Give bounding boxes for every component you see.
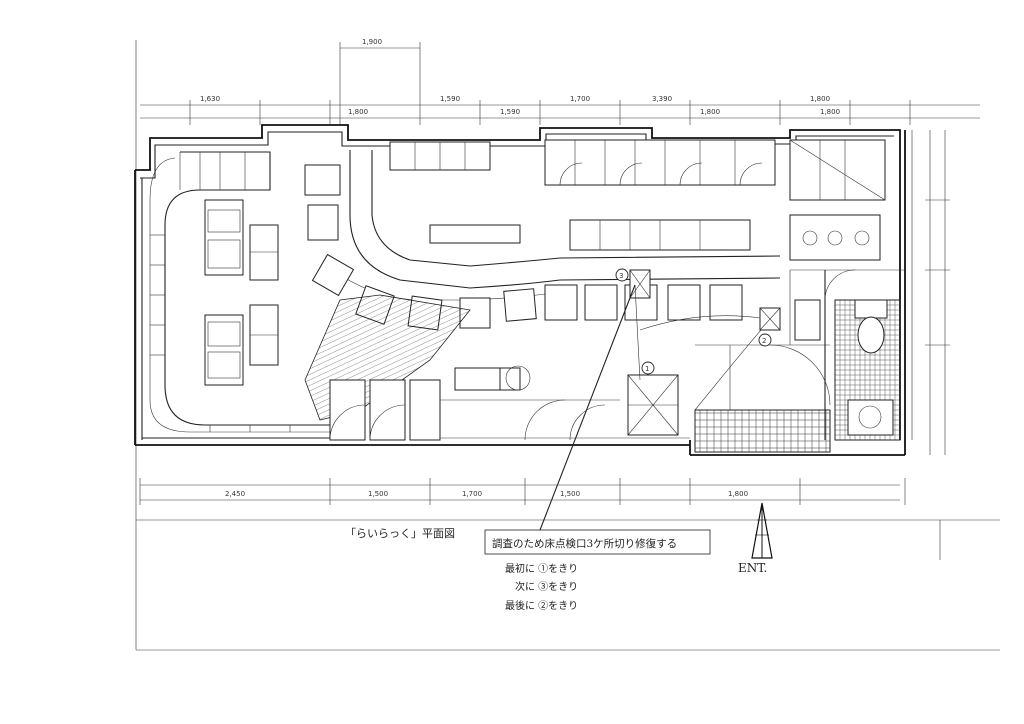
note-leader-lines [539,284,761,531]
svg-text:1: 1 [645,365,649,373]
note-step-1: 最初に ①をきり [505,562,578,575]
dim-bottom-2: 1,500 [368,490,388,498]
marker-1: 1 [641,361,655,375]
dim-top-10: 1,800 [820,108,840,116]
dim-bottom-1: 2,450 [225,490,245,498]
dim-bottom-5: 1,800 [728,490,748,498]
entrance-vestibule [694,319,831,453]
dim-top-8: 1,800 [700,108,720,116]
entrance-arrow: ENT. [738,502,773,575]
drawing-title: 「らいらっく」平面図 [345,527,455,540]
top-dimension-lines [140,42,980,125]
note-step-2: 次に ③をきり [515,580,578,593]
repair-note: 調査のため床点検口3ケ所切り修復する 最初に ①をきり 次に ③をきり 最後に … [484,529,711,612]
back-bar-cabinets [389,139,886,251]
bottom-dimension-labels: 2,450 1,500 1,700 1,500 1,800 [225,490,748,498]
toilet-room [789,269,905,441]
exterior-walls [134,124,913,456]
marker-3: 3 [615,268,629,282]
inspection-hatches [627,269,781,436]
dim-top-3: 1,590 [440,95,460,103]
note-main: 調査のため床点検口3ケ所切り修復する [492,537,677,550]
entrance-label: ENT. [738,561,767,575]
marker-2: 2 [758,333,772,347]
svg-text:2: 2 [762,337,766,345]
dim-top-4: 1,800 [348,108,368,116]
top-dimension-labels: 1,900 1,630 1,590 1,800 1,590 1,700 3,39… [200,38,840,116]
dim-bottom-3: 1,700 [462,490,482,498]
dim-top-2: 1,630 [200,95,220,103]
svg-text:3: 3 [619,272,623,280]
dim-top-9: 1,800 [810,95,830,103]
front-seating-row [329,365,690,441]
kitchen-sink [789,214,881,261]
dim-top-6: 1,700 [570,95,590,103]
dim-top-7: 3,390 [652,95,672,103]
right-dimension-lines [925,130,950,455]
tables-and-chairs [204,164,341,386]
dim-top-1: 1,900 [362,38,382,46]
banquette-seating [149,151,330,433]
dim-bottom-4: 1,500 [560,490,580,498]
note-step-3: 最後に ②をきり [505,599,578,612]
sheet-frame [135,40,1000,651]
bottom-dimension-lines [139,478,906,505]
dim-top-5: 1,590 [500,108,520,116]
